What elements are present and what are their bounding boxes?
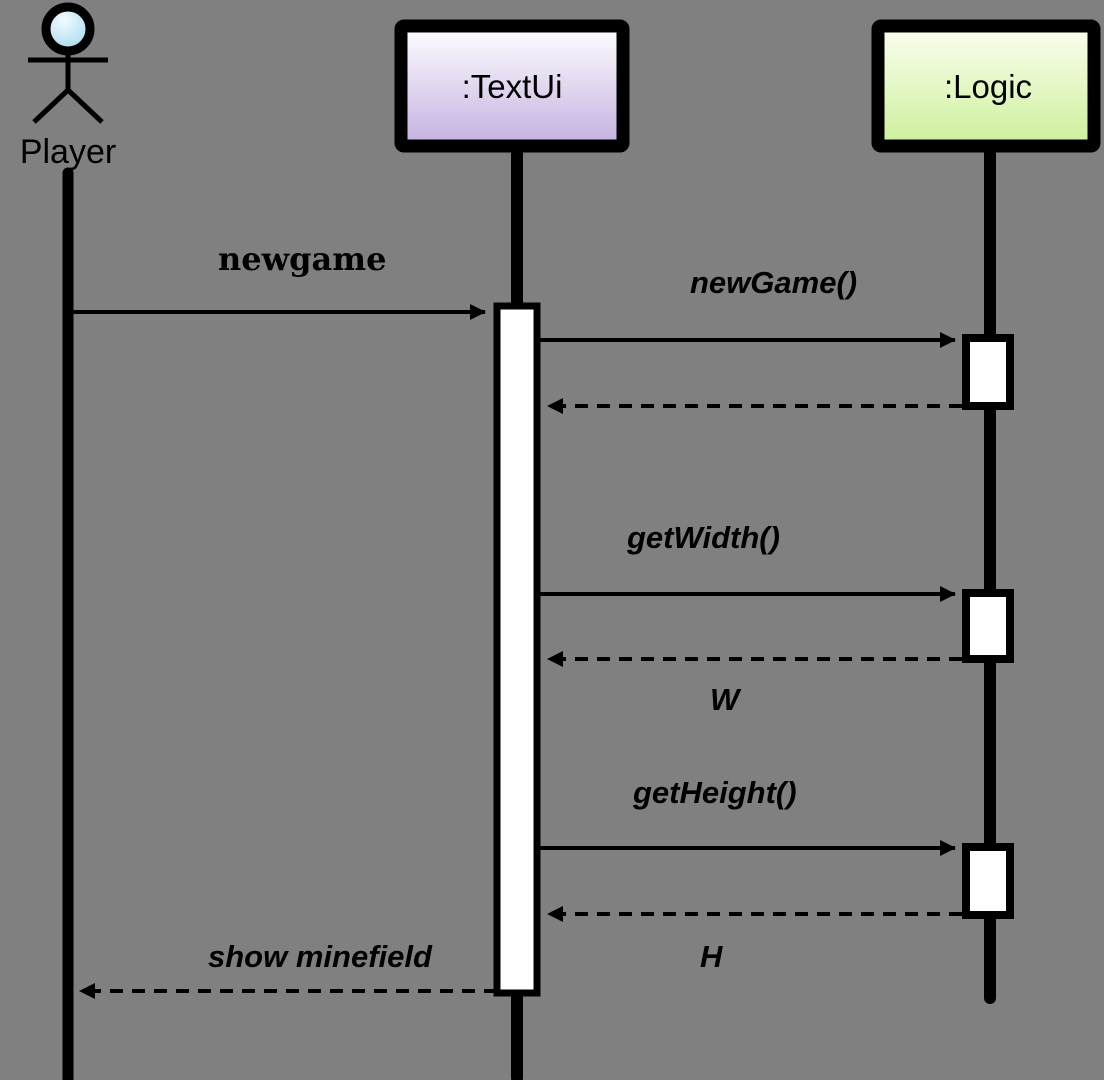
message-getheight-return-label: H <box>700 939 723 974</box>
textui-label: :TextUi <box>462 68 563 105</box>
logic-activation-newgame <box>962 334 1014 410</box>
message-newgame[interactable]: newgame <box>68 240 486 320</box>
actor-head-icon <box>41 2 95 56</box>
logic-activation-getwidth <box>962 589 1014 663</box>
logic-activation-getheight <box>962 843 1014 919</box>
actor-player[interactable]: Player <box>20 2 116 1080</box>
message-show-minefield[interactable]: show minefield <box>79 939 497 999</box>
message-getheight-call[interactable]: getHeight() <box>537 775 956 856</box>
actor-left-leg-line <box>32 88 70 124</box>
participant-logic[interactable]: :Logic <box>871 19 1101 1004</box>
message-newgame-label: newgame <box>218 240 387 278</box>
textui-box[interactable] <box>394 19 630 153</box>
message-newgame-call[interactable]: newGame() <box>537 265 956 348</box>
message-getwidth-call[interactable]: getWidth() <box>537 520 956 602</box>
message-getheight-return[interactable]: H <box>547 906 962 974</box>
logic-box[interactable] <box>871 19 1101 153</box>
message-newgame-call-label: newGame() <box>690 265 857 300</box>
message-show-minefield-label: show minefield <box>208 939 433 974</box>
logic-label: :Logic <box>944 68 1032 105</box>
message-getwidth-return[interactable]: W <box>547 651 962 717</box>
message-getheight-call-label: getHeight() <box>632 775 797 810</box>
message-getwidth-call-label: getWidth() <box>626 520 780 555</box>
actor-right-leg-line <box>66 88 104 124</box>
actor-label: Player <box>20 133 116 171</box>
message-getwidth-return-label: W <box>710 682 742 717</box>
textui-activation <box>493 302 541 997</box>
